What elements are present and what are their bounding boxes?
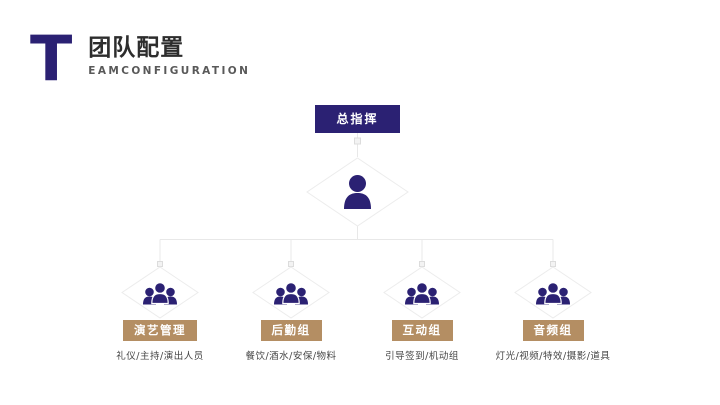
org-group-diamond [121, 266, 199, 319]
org-group: 后勤组 餐饮/酒水/安保/物料 [226, 266, 356, 362]
page-subtitle: EAMCONFIGURATION [88, 65, 251, 77]
page-title: 团队配置 [88, 35, 185, 61]
title-drop-letter: T [30, 22, 73, 95]
org-root-diamond [306, 157, 409, 227]
people-group-icon [274, 282, 308, 305]
org-group: 演艺管理 礼仪/主持/演出人员 [95, 266, 225, 362]
org-group-diamond [383, 266, 461, 319]
group-label-badge: 后勤组 [260, 320, 322, 341]
group-description: 灯光/视频/特效/摄影/道具 [495, 351, 611, 362]
group-label-badge: 互动组 [391, 320, 453, 341]
group-description: 引导签到/机动组 [385, 351, 459, 362]
group-description: 礼仪/主持/演出人员 [116, 351, 204, 362]
group-label-badge: 音频组 [522, 320, 584, 341]
org-group-diamond [514, 266, 592, 319]
org-root-box: 总指挥 [315, 105, 400, 133]
people-group-icon [405, 282, 439, 305]
slide-header: T 团队配置 EAMCONFIGURATION [30, 22, 250, 95]
org-group: 音频组 灯光/视频/特效/摄影/道具 [488, 266, 618, 362]
header-text: 团队配置 EAMCONFIGURATION [88, 30, 250, 77]
person-icon [344, 175, 371, 209]
group-label-badge: 演艺管理 [123, 320, 197, 341]
org-group-diamond [252, 266, 330, 319]
org-group: 互动组 引导签到/机动组 [357, 266, 487, 362]
people-group-icon [143, 282, 177, 305]
people-group-icon [536, 282, 570, 305]
group-description: 餐饮/酒水/安保/物料 [245, 351, 337, 362]
